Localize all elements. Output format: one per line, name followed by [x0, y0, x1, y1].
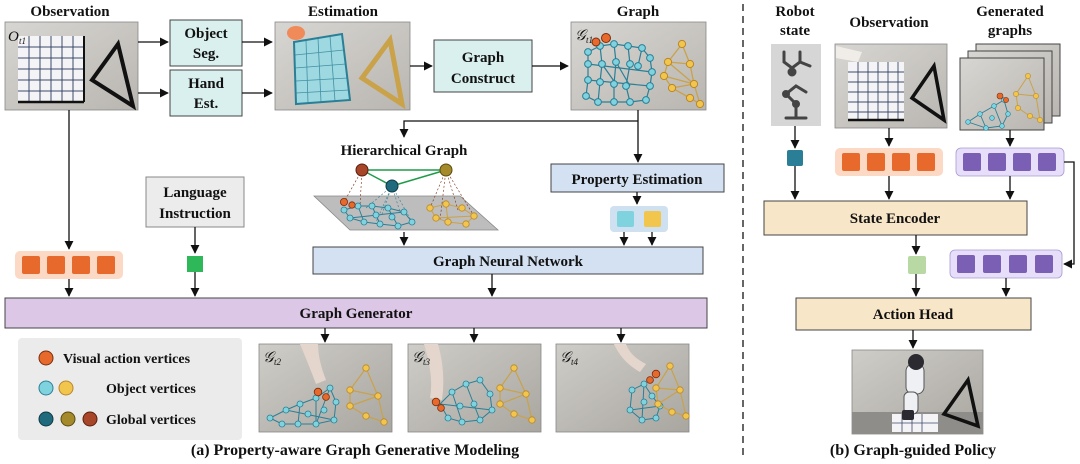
svg-text:Seg.: Seg.	[193, 46, 220, 62]
svg-text:𝒢: 𝒢	[560, 350, 573, 366]
generated-graphs-title-2: graphs	[988, 23, 1032, 39]
gnn-box: Graph Neural Network	[312, 246, 704, 275]
legend-object-label: Object vertices	[106, 382, 196, 397]
svg-text:Graph Generator: Graph Generator	[300, 306, 413, 322]
robot-state-token	[787, 150, 803, 166]
robot-arm-photo	[902, 354, 925, 420]
robot-state-title-2: state	[780, 23, 810, 39]
legend: Visual action vertices Object vertices G…	[18, 338, 242, 440]
obs-frame-symbol: O	[8, 29, 19, 45]
obs-frame-subscript: t1	[19, 36, 26, 46]
svg-text:Action Head: Action Head	[873, 307, 954, 323]
svg-text:Language: Language	[163, 185, 227, 201]
svg-text:Graph Neural Network: Graph Neural Network	[433, 254, 584, 270]
generated-frame-t3: 𝒢 t3	[407, 343, 542, 433]
property-estimation-box: Property Estimation	[550, 163, 725, 193]
language-instruction-box: Language Instruction	[145, 176, 245, 228]
svg-text:Instruction: Instruction	[159, 206, 231, 222]
observation-title: Observation	[30, 4, 110, 20]
svg-text:t3: t3	[423, 357, 431, 367]
estimation-image	[274, 21, 411, 111]
state-encoder-box: State Encoder	[763, 200, 1028, 236]
hierarchical-graph-title: Hierarchical Graph	[341, 143, 468, 159]
svg-text:𝒢: 𝒢	[263, 350, 276, 366]
generated-graphs-title-1: Generated	[976, 4, 1044, 20]
gripper-icon	[782, 50, 812, 77]
graph-generator-box: Graph Generator	[4, 297, 708, 329]
svg-text:𝒢: 𝒢	[412, 350, 425, 366]
object-seg-box: Object Seg.	[169, 19, 243, 67]
svg-text:Construct: Construct	[451, 71, 515, 87]
action-head-box: Action Head	[795, 297, 1032, 331]
robot-state-panel	[771, 44, 821, 126]
robot-arm-icon	[782, 84, 808, 120]
graph-subscript: t1	[586, 35, 593, 45]
svg-text:Est.: Est.	[194, 96, 219, 112]
svg-text:State Encoder: State Encoder	[850, 211, 941, 227]
graph-token-group-b-bottom	[949, 249, 1063, 279]
robot-execution-image	[851, 349, 984, 435]
graph-token-group-b-top	[955, 147, 1065, 177]
property-token-group	[610, 206, 668, 232]
graph-title: Graph	[617, 4, 660, 20]
svg-text:Hand: Hand	[188, 76, 225, 92]
generated-frame-t4: 𝒢 t4	[555, 343, 690, 433]
caption-b: (b) Graph-guided Policy	[830, 442, 996, 459]
graph-image: 𝒢 t1	[570, 21, 707, 111]
generated-frame-t2: 𝒢 t2	[258, 343, 393, 433]
svg-text:Graph: Graph	[462, 50, 505, 66]
hand-est-box: Hand Est.	[169, 69, 243, 117]
state-embedding-token	[908, 256, 926, 274]
svg-text:Object: Object	[184, 26, 227, 42]
observation-token-group-b	[835, 148, 943, 176]
observation-title-b: Observation	[849, 15, 929, 31]
estimation-title: Estimation	[308, 4, 379, 20]
graph-symbol: 𝒢	[575, 28, 588, 44]
generated-graphs-stack	[959, 43, 1061, 131]
svg-text:t2: t2	[274, 357, 282, 367]
observation-token-group	[15, 251, 123, 279]
legend-visual-label: Visual action vertices	[63, 352, 191, 367]
graph-construct-box: Graph Construct	[433, 39, 533, 93]
language-token	[187, 256, 203, 272]
svg-text:t4: t4	[571, 357, 579, 367]
robot-state-title-1: Robot	[775, 4, 814, 20]
svg-text:Property Estimation: Property Estimation	[572, 172, 704, 188]
caption-a: (a) Property-aware Graph Generative Mode…	[191, 442, 519, 459]
observation-image-b	[834, 43, 948, 129]
hierarchical-graph-illustration	[312, 163, 500, 231]
legend-global-label: Global vertices	[106, 413, 196, 428]
observation-image: O t1	[4, 21, 139, 111]
